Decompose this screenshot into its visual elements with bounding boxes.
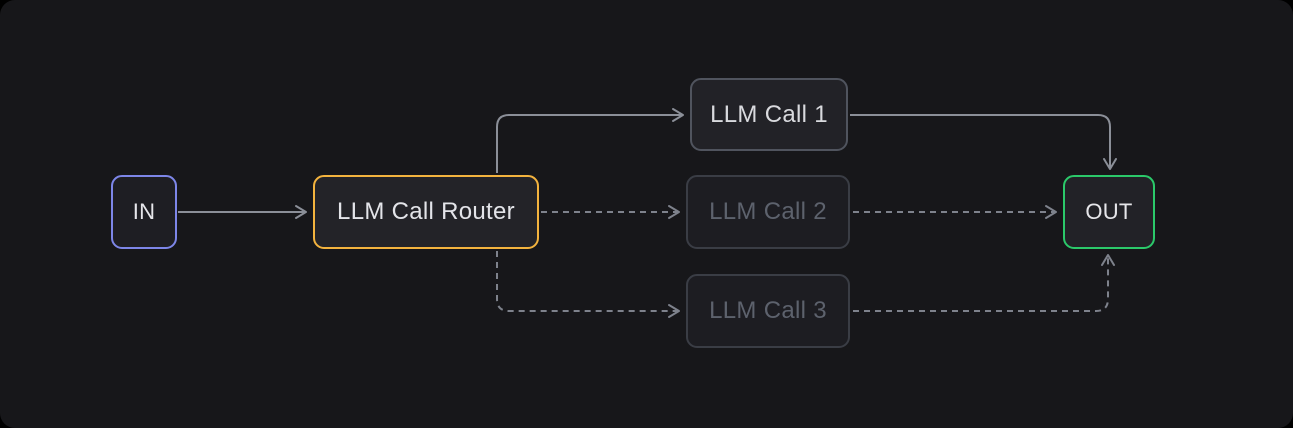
node-llm-call-3[interactable]: LLM Call 3 <box>686 274 850 348</box>
edge-call1-to-out <box>850 114 1117 170</box>
node-llm-call-3-label: LLM Call 3 <box>709 297 827 324</box>
edge-router-to-call3 <box>496 251 680 318</box>
node-in[interactable]: IN <box>111 175 177 249</box>
node-out[interactable]: OUT <box>1063 175 1155 249</box>
node-llm-call-router[interactable]: LLM Call Router <box>313 175 539 249</box>
edge-router-to-call1 <box>496 108 684 173</box>
node-llm-call-router-label: LLM Call Router <box>337 198 515 225</box>
node-in-label: IN <box>132 199 156 224</box>
node-out-label: OUT <box>1085 199 1133 224</box>
node-llm-call-1-label: LLM Call 1 <box>710 100 828 128</box>
node-llm-call-2-label: LLM Call 2 <box>709 198 827 225</box>
edge-call2-to-out <box>853 205 1057 219</box>
edge-router-to-call2 <box>541 205 680 219</box>
edge-in-to-router <box>178 205 307 219</box>
edge-call3-to-out <box>853 254 1115 312</box>
node-llm-call-2[interactable]: LLM Call 2 <box>686 175 850 249</box>
node-llm-call-1[interactable]: LLM Call 1 <box>690 78 848 151</box>
